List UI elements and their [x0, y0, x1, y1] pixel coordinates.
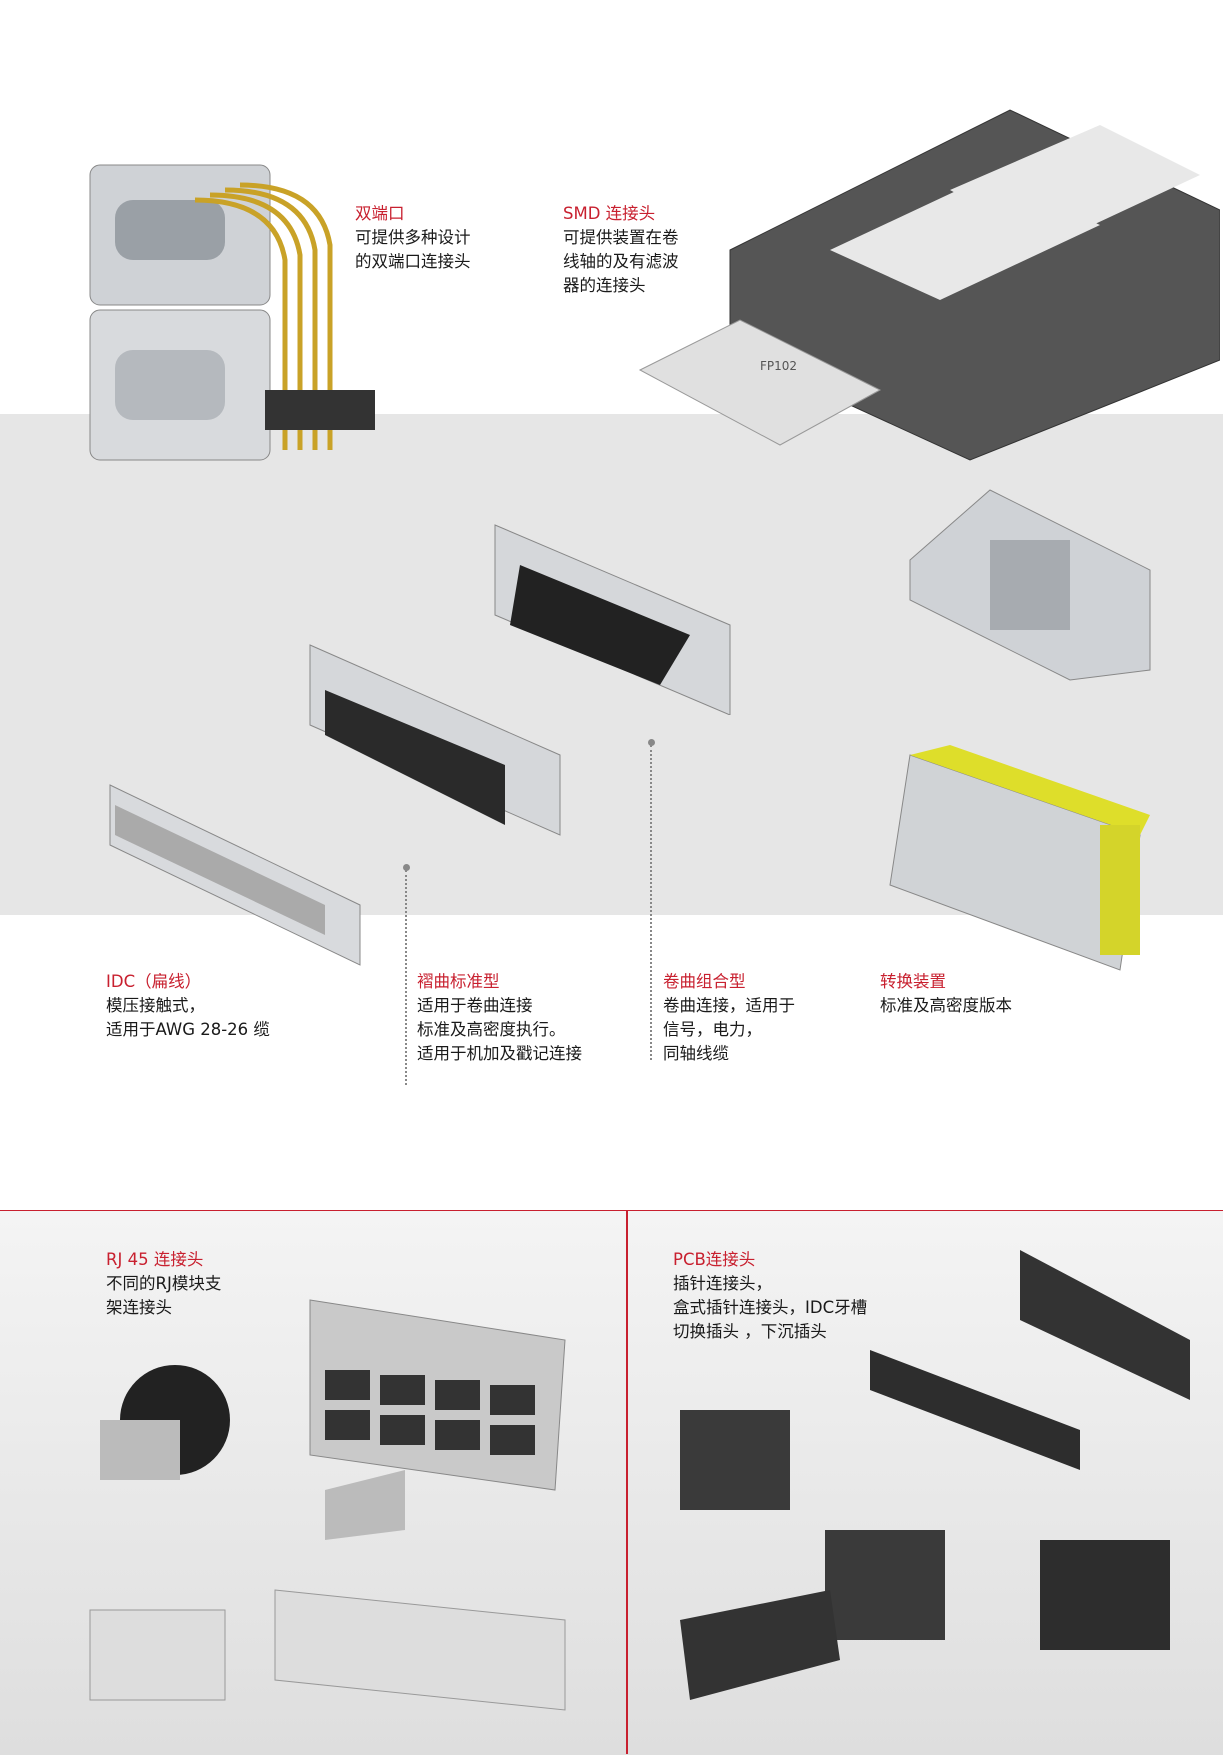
leader-line	[405, 870, 407, 1085]
smd-connector-image: FP102	[638, 109, 1220, 461]
crimp-standard-connector-image	[309, 644, 561, 836]
adapter-caption: 转换装置 标准及高密度版本	[880, 970, 1012, 1018]
caption-line: 同轴线缆	[663, 1044, 729, 1063]
caption-line: 适用于AWG 28-26 缆	[106, 1020, 270, 1039]
caption-line: 适用于卷曲连接	[417, 996, 533, 1015]
crimp-combo-connector-image	[494, 524, 731, 715]
caption-line: 的双端口连接头	[355, 252, 471, 271]
caption-title: RJ 45 连接头	[106, 1250, 204, 1269]
caption-line: 信号，电力，	[663, 1020, 762, 1039]
caption-title: 双端口	[355, 204, 405, 223]
caption-line: 模压接触式，	[106, 996, 205, 1015]
caption-line: 架连接头	[106, 1298, 172, 1317]
dual-port-connector-image	[89, 164, 375, 461]
caption-title: 转换装置	[880, 972, 946, 991]
caption-title: IDC（扁线）	[106, 972, 202, 991]
rj45-caption: RJ 45 连接头 不同的RJ模块支 架连接头	[106, 1248, 221, 1320]
gender-changer-image	[889, 745, 1150, 971]
caption-title: SMD 连接头	[563, 204, 656, 223]
smd-caption: SMD 连接头 可提供装置在卷 线轴的及有滤波 器的连接头	[563, 202, 679, 298]
caption-line: 可提供多种设计	[355, 228, 471, 247]
crimp-standard-caption: 褶曲标准型 适用于卷曲连接 标准及高密度执行。 适用于机加及戳记连接	[417, 970, 582, 1066]
section-divider	[626, 1210, 628, 1754]
caption-line: 器的连接头	[563, 276, 646, 295]
adapter-housing-image	[909, 489, 1151, 681]
rj45-connectors-image	[89, 1299, 566, 1711]
pcb-caption: PCB连接头 插针连接头， 盒式插针连接头，IDC牙槽 切换插头 ，下沉插头	[673, 1248, 867, 1344]
leader-dot	[403, 864, 410, 871]
caption-title: PCB连接头	[673, 1250, 756, 1269]
caption-line: 可提供装置在卷	[563, 228, 679, 247]
crimp-combo-caption: 卷曲组合型 卷曲连接，适用于 信号，电力， 同轴线缆	[663, 970, 795, 1066]
caption-title: 卷曲组合型	[663, 972, 746, 991]
caption-line: 卷曲连接，适用于	[663, 996, 795, 1015]
dual-port-caption: 双端口 可提供多种设计 的双端口连接头	[355, 202, 471, 274]
leader-line	[650, 745, 652, 1060]
product-marking: FP102	[760, 359, 797, 373]
caption-line: 标准及高密度执行。	[417, 1020, 566, 1039]
caption-line: 不同的RJ模块支	[106, 1274, 222, 1293]
idc-connector-image	[109, 784, 361, 966]
idc-caption: IDC（扁线） 模压接触式， 适用于AWG 28-26 缆	[106, 970, 270, 1042]
caption-line: 盒式插针连接头，IDC牙槽	[673, 1298, 868, 1317]
caption-title: 褶曲标准型	[417, 972, 500, 991]
caption-line: 插针连接头，	[673, 1274, 772, 1293]
leader-dot	[648, 739, 655, 746]
pcb-connectors-image	[680, 1250, 1190, 1700]
caption-line: 标准及高密度版本	[880, 996, 1012, 1015]
caption-line: 切换插头 ，下沉插头	[673, 1322, 827, 1341]
caption-line: 适用于机加及戳记连接	[417, 1044, 582, 1063]
caption-line: 线轴的及有滤波	[563, 252, 679, 271]
